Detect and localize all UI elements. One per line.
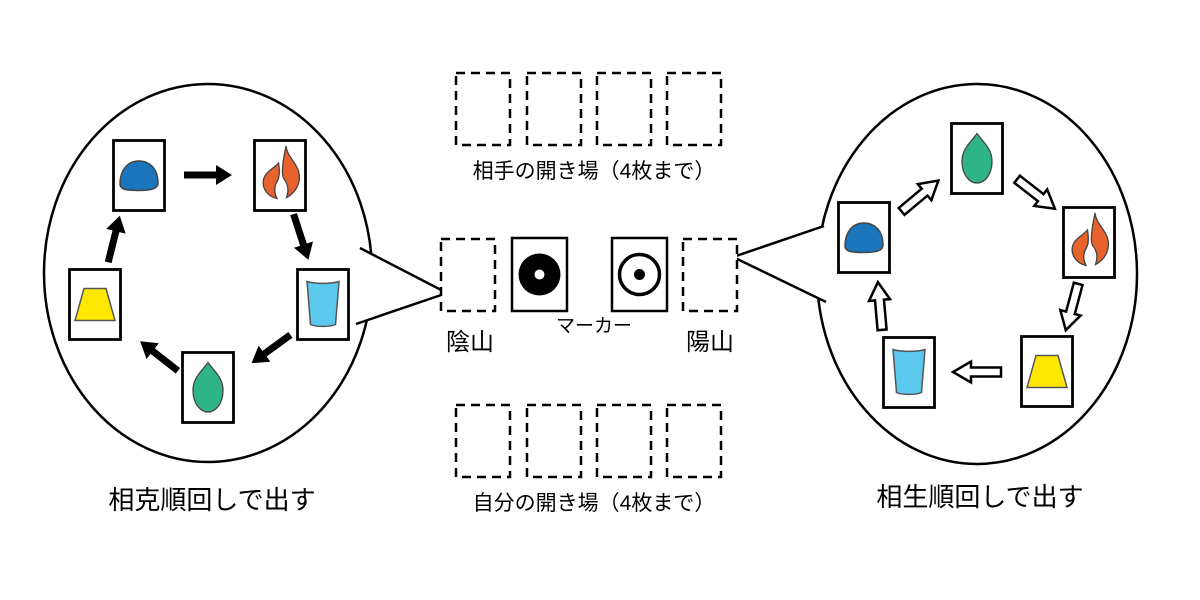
- right-cycle-fire-card: [1062, 206, 1116, 279]
- yin-pile-slot: [439, 237, 497, 313]
- left-bubble-tail: [356, 248, 447, 324]
- right-cycle-earth-card: [1020, 335, 1074, 408]
- ring-dot-icon: [617, 252, 662, 297]
- opponent-slot-2: [525, 71, 583, 147]
- right-cycle-bubble: 相生順回しで出す: [729, 82, 1139, 512]
- own-slot-1: [454, 403, 512, 479]
- opponent-area-label: 相手の開き場（4枚まで）: [473, 160, 716, 183]
- marker-label: マーカー: [556, 316, 632, 337]
- opponent-slot-1: [454, 71, 512, 147]
- opponent-slot-4: [665, 71, 723, 147]
- left-cycle-wood-card: [181, 351, 235, 424]
- left-cycle-metal-card: [296, 268, 350, 341]
- left-cycle-earth-card: [68, 268, 122, 341]
- own-slot-3: [595, 403, 653, 479]
- right-cycle-water-card: [837, 201, 891, 274]
- yang-marker-card: [610, 236, 669, 313]
- left-cycle-caption: 相克順回しで出す: [108, 485, 315, 515]
- left-cycle-bubble: 相克順回しで出す: [42, 82, 451, 515]
- yang-pile-label: 陽山: [686, 329, 734, 356]
- right-cycle-caption: 相生順回しで出す: [876, 482, 1083, 512]
- black-disc-icon: [518, 253, 561, 296]
- yang-pile-slot: [681, 237, 739, 313]
- own-area-label: 自分の開き場（4枚まで）: [473, 492, 716, 515]
- own-slot-4: [665, 403, 723, 479]
- opponent-open-area: 相手の開き場（4枚まで）: [454, 71, 723, 183]
- yin-marker-card: [510, 236, 569, 313]
- right-bubble-tail: [733, 226, 826, 302]
- right-cycle-metal-card: [882, 336, 936, 409]
- left-cycle-fire-card: [253, 139, 307, 212]
- own-slot-2: [525, 403, 583, 479]
- center-pile-row: 陰山 マーカー 陽山: [439, 236, 739, 356]
- own-open-area: 自分の開き場（4枚まで）: [454, 403, 723, 515]
- yin-pile-label: 陰山: [446, 329, 494, 356]
- left-cycle-water-card: [112, 139, 166, 212]
- right-cycle-wood-card: [950, 122, 1004, 195]
- opponent-slot-3: [595, 71, 653, 147]
